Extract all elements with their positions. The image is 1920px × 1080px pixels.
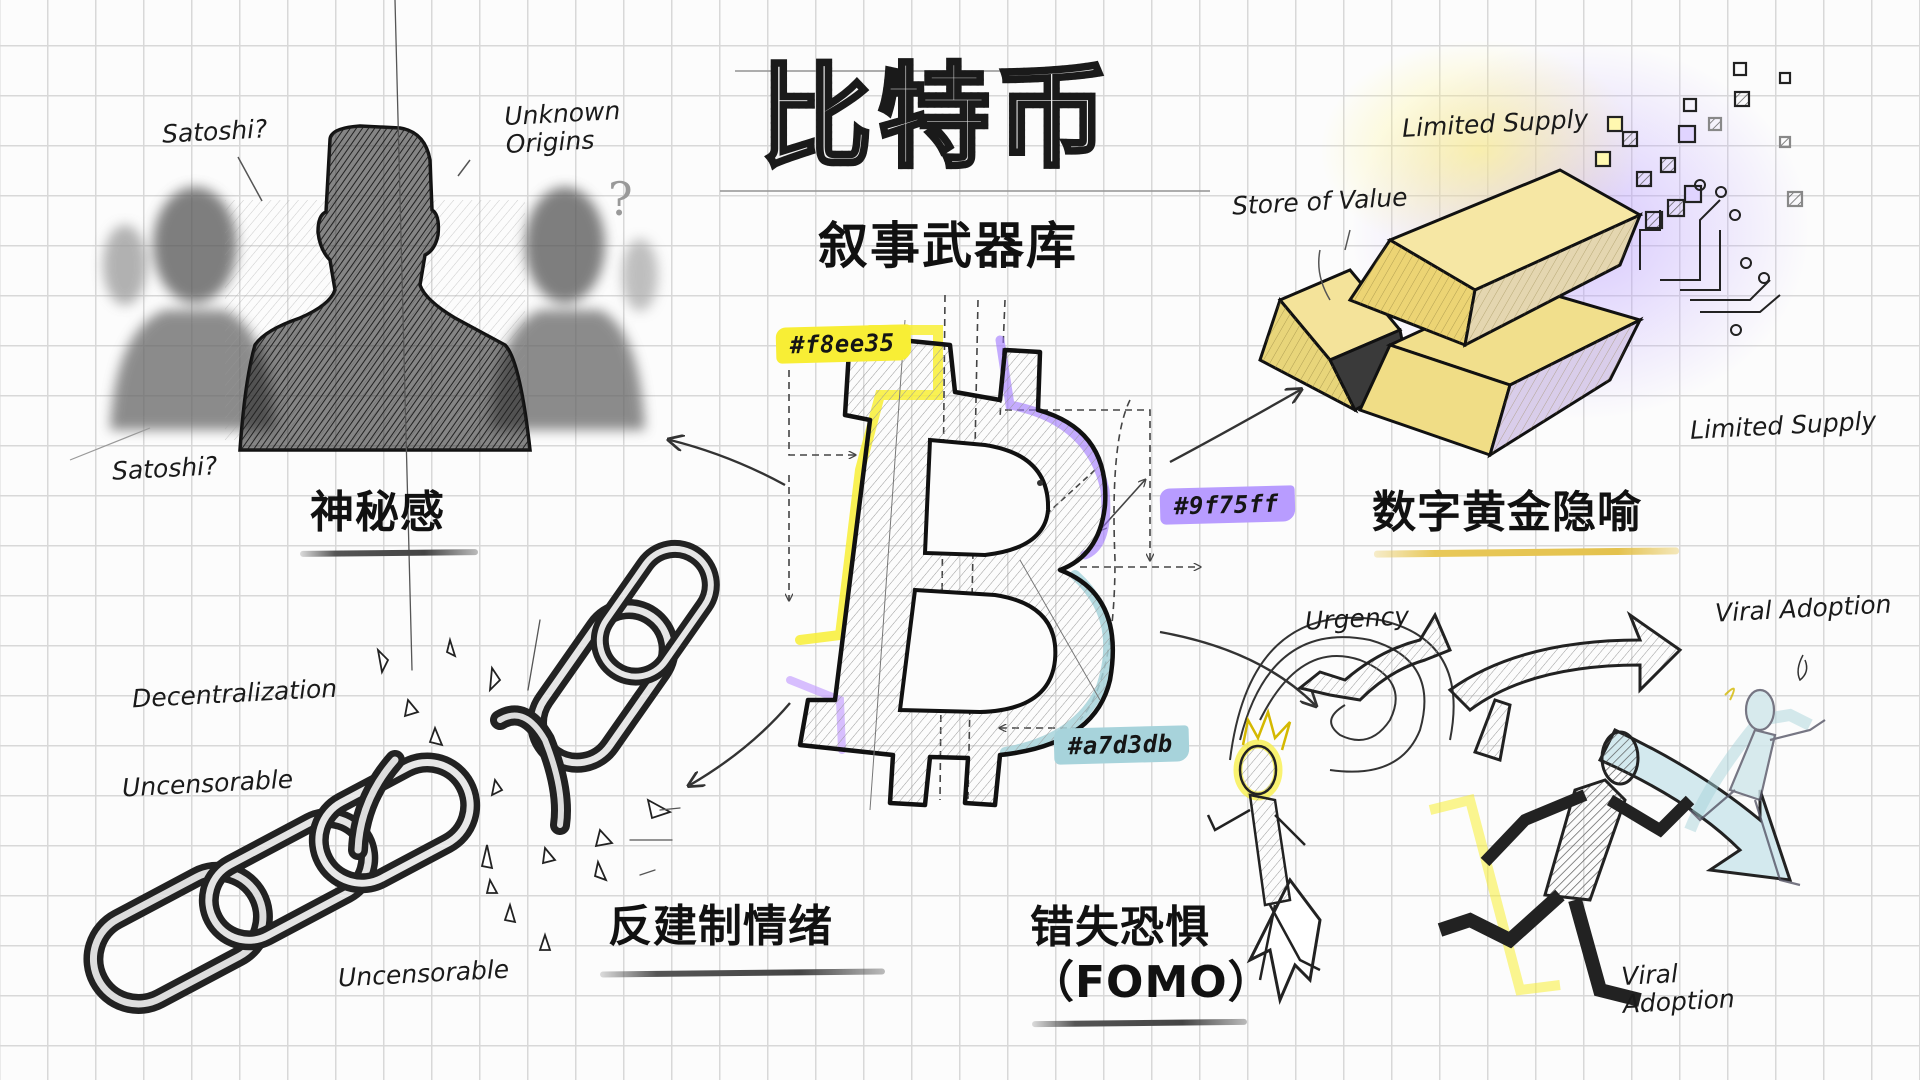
title-guide-top (735, 70, 1095, 72)
running-people-icon (1206, 610, 1826, 1007)
section-label-anti-establishment: 反建制情绪 (608, 901, 833, 952)
silhouettes-icon: ? (69, 124, 658, 461)
note-urgency: Urgency (1304, 601, 1410, 636)
section-label-fomo: 错失恐惧 (1030, 902, 1210, 953)
main-title: 比特币 (758, 53, 1114, 183)
section-label-digital-gold: 数字黄金隐喻 (1372, 487, 1642, 538)
question-mark-icon: ? (608, 172, 633, 226)
color-tag-purple: #9f75ff (1159, 485, 1296, 525)
color-tag-yellow: #f8ee35 (775, 324, 912, 364)
note-unknown-origins: Unknown Origins (503, 96, 621, 159)
gold-bars-icon (1258, 40, 1810, 459)
section-label-mystery: 神秘感 (310, 487, 445, 538)
note-satoshi-bottom: Satoshi? (111, 451, 219, 486)
title-guide-bottom (720, 190, 1210, 192)
note-viral-adoption-bottom: Viral Adoption (1620, 959, 1736, 1019)
bitcoin-symbol-icon (789, 294, 1200, 811)
connector-arrows (670, 390, 1315, 785)
broken-chain-icon (83, 0, 720, 1014)
section-label-fomo-sub: （FOMO） (1030, 957, 1273, 1008)
subtitle: 叙事武器库 (818, 217, 1078, 275)
color-tag-blue: #a7d3db (1053, 725, 1190, 765)
note-satoshi-top: Satoshi? (161, 114, 269, 149)
